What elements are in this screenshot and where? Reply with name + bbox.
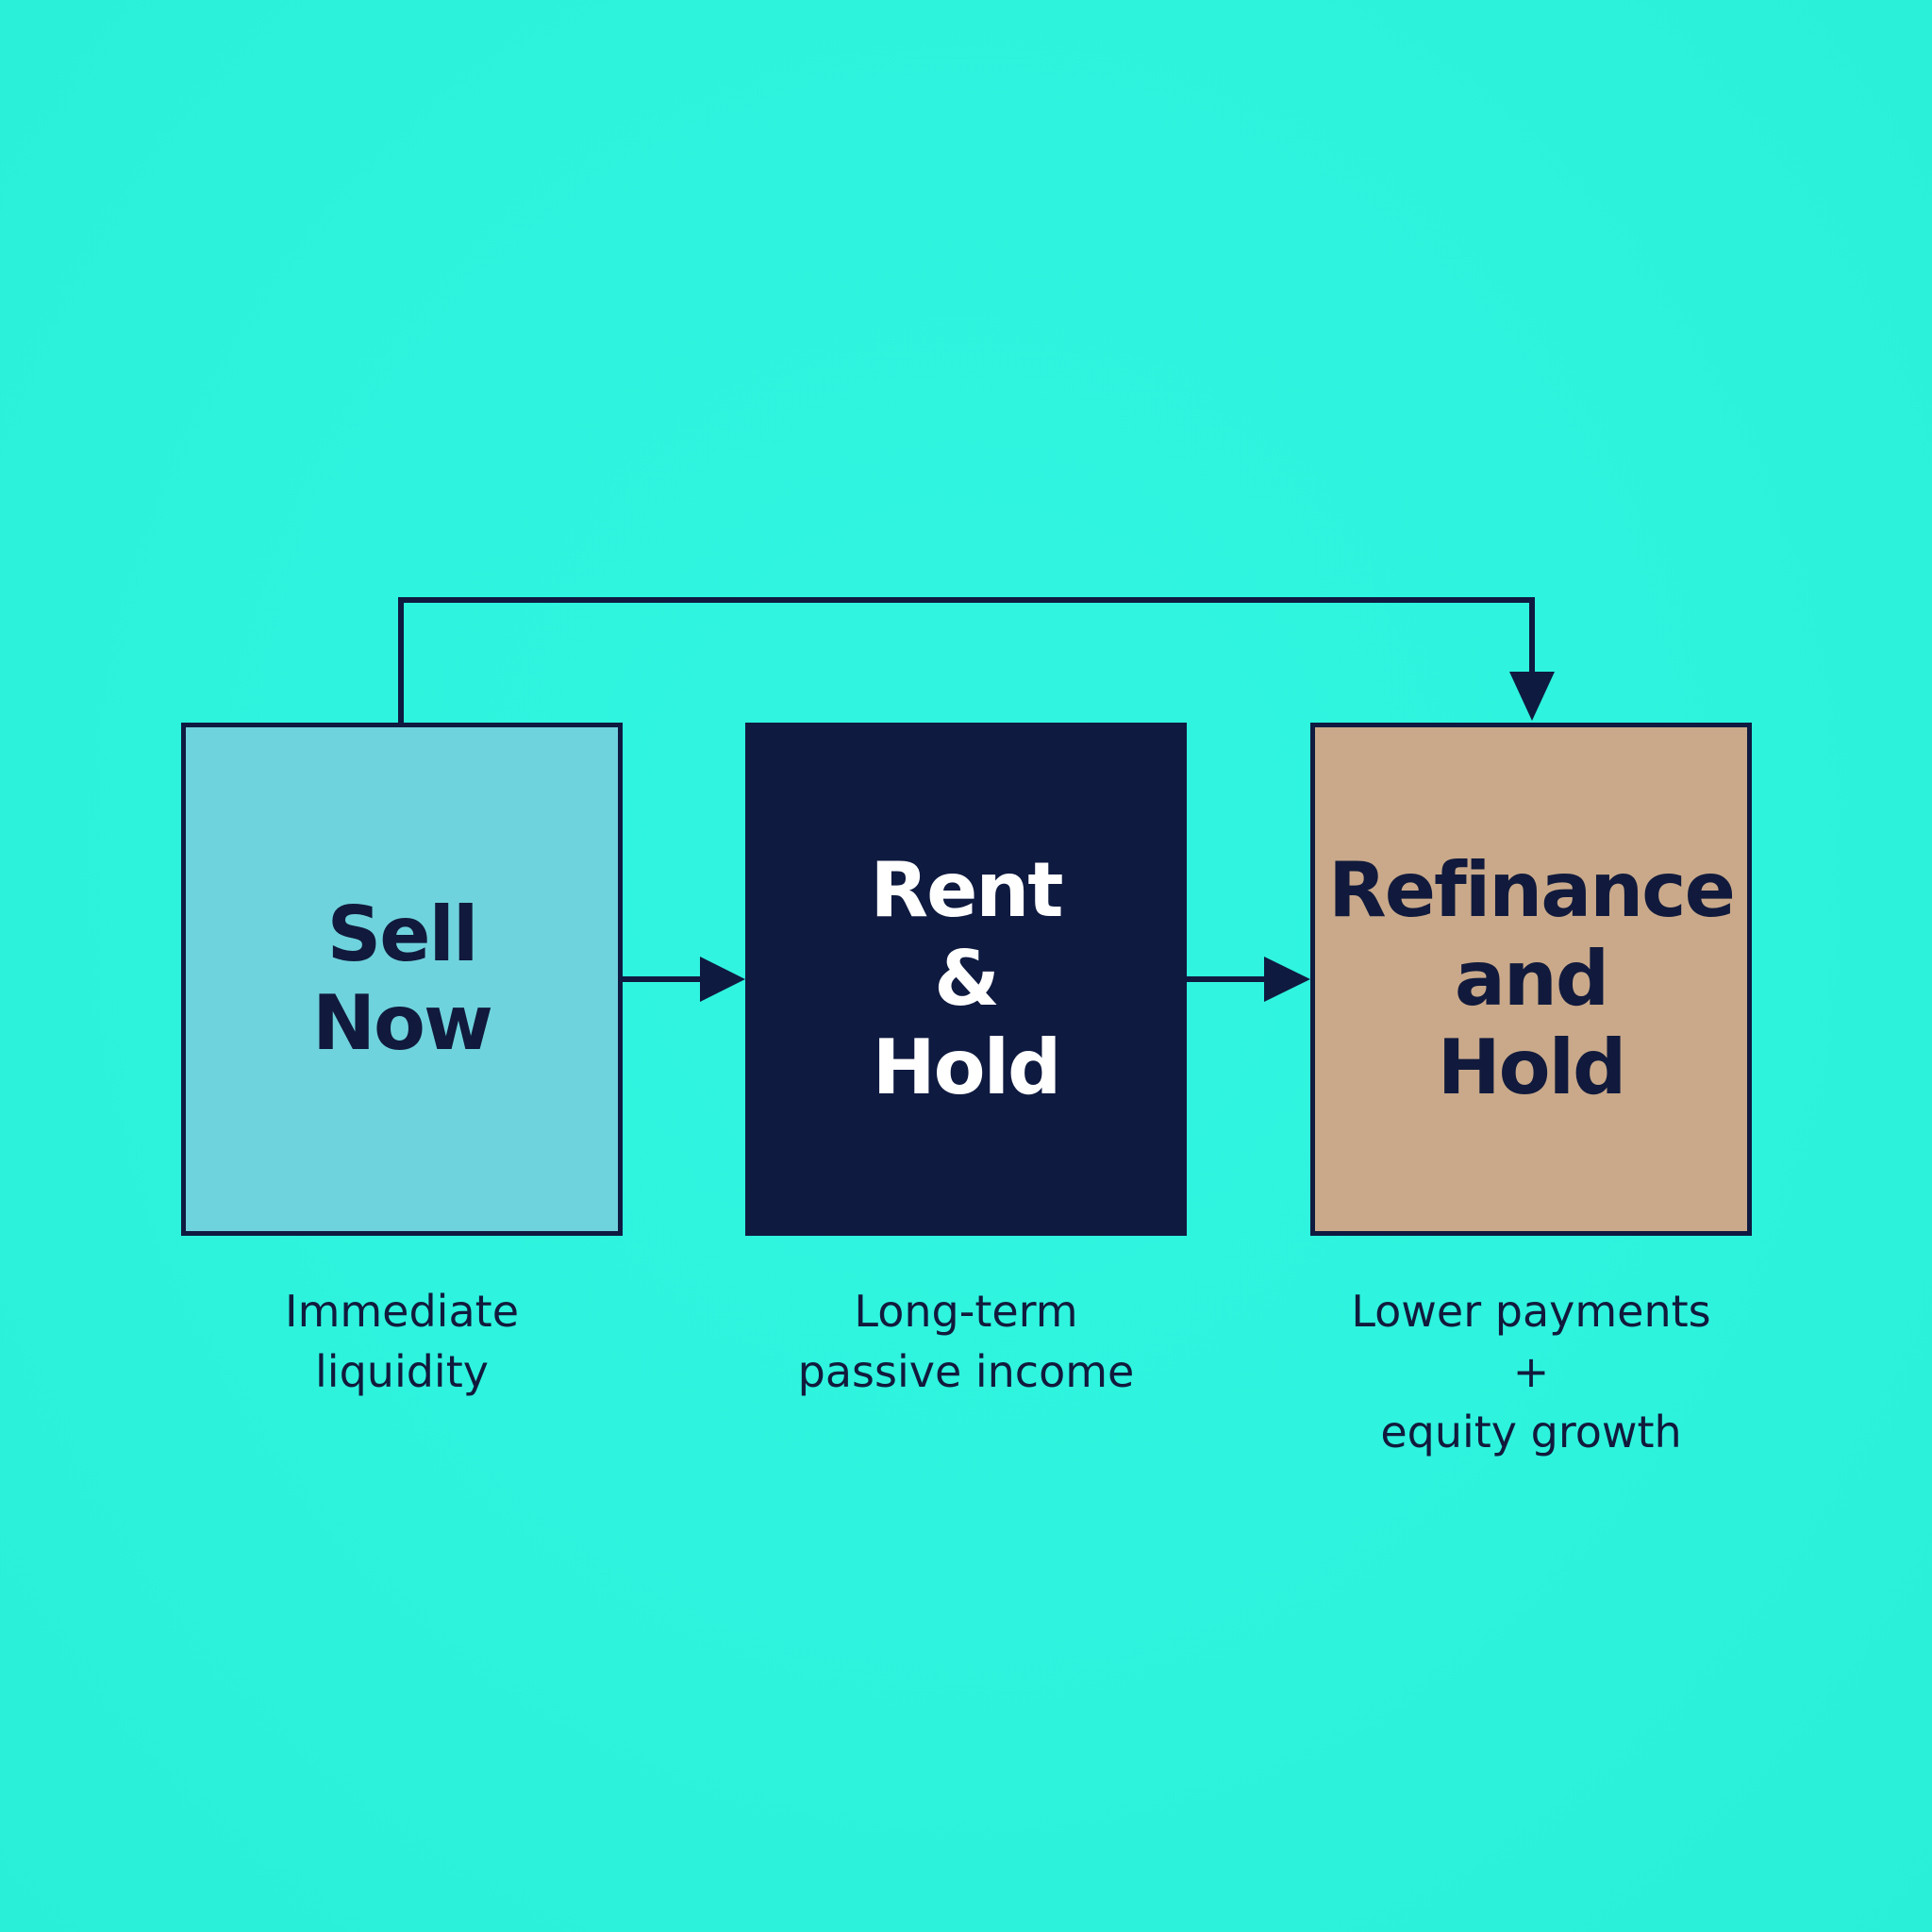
caption-rent-and-hold-line-2: passive income <box>797 1346 1135 1397</box>
node-refinance-and-hold: Refinance and Hold <box>1310 723 1752 1236</box>
caption-refinance-line-2: + <box>1512 1346 1550 1397</box>
node-sell-now: Sell Now <box>181 723 623 1236</box>
node-rent-and-hold: Rent & Hold <box>745 723 1187 1236</box>
node-refinance-line-1: Refinance <box>1328 846 1736 934</box>
caption-sell-now-line-1: Immediate <box>285 1286 519 1337</box>
caption-sell-now-line-2: liquidity <box>315 1346 489 1397</box>
node-rent-and-hold-line-2: & <box>934 935 1000 1023</box>
node-rent-and-hold-line-1: Rent <box>870 846 1063 934</box>
arrowhead-rent-to-refinance <box>1264 957 1310 1002</box>
node-refinance-line-2: and <box>1454 935 1609 1023</box>
arrowhead-sell-to-rent <box>700 957 745 1002</box>
caption-rent-and-hold: Long-term passive income <box>702 1281 1230 1402</box>
node-sell-now-line-1: Sell <box>326 891 479 978</box>
caption-refinance-line-3: equity growth <box>1380 1407 1682 1457</box>
arrow-sell-to-refinance <box>398 597 1535 723</box>
node-refinance-line-3: Hold <box>1437 1024 1627 1111</box>
node-sell-now-line-2: Now <box>312 979 493 1067</box>
caption-refinance-line-1: Lower payments <box>1351 1286 1711 1337</box>
arrowhead-sell-to-refinance <box>1509 672 1555 721</box>
node-rent-and-hold-line-3: Hold <box>872 1024 1062 1111</box>
caption-rent-and-hold-line-1: Long-term <box>854 1286 1078 1337</box>
caption-refinance-and-hold: Lower payments + equity growth <box>1267 1281 1795 1462</box>
caption-sell-now: Immediate liquidity <box>138 1281 666 1402</box>
